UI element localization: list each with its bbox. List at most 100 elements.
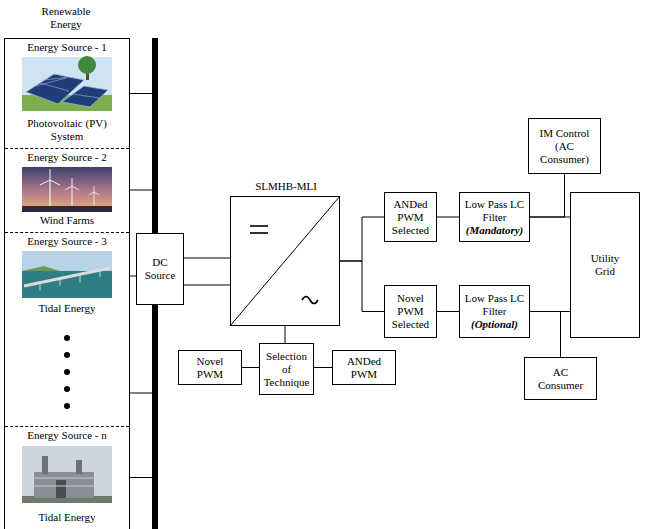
technique-box: ANDed PWM	[332, 350, 396, 385]
connector-line	[285, 326, 286, 343]
connector-line	[437, 217, 459, 218]
inverter-box: SLMHB-MLI	[230, 196, 340, 326]
ellipsis-dot	[64, 403, 70, 409]
connector-line	[129, 190, 155, 233]
panel-grid	[40, 83, 69, 91]
filter-box: Low Pass LC Filter(Optional)	[459, 285, 530, 338]
turbine-blades	[65, 178, 79, 190]
box-label: IM Control (AC Consumer)	[532, 127, 597, 166]
box-label: Novel PWM Selected	[388, 292, 433, 331]
inverter-diagonal	[230, 196, 340, 326]
selector-box: Selection of Technique	[259, 343, 314, 395]
connector-line	[340, 261, 384, 312]
sky	[22, 167, 112, 212]
sky	[22, 57, 112, 111]
connector-line	[314, 367, 332, 368]
box-label: (Optional)	[471, 318, 518, 331]
solar-panel	[62, 86, 108, 107]
process-box: ANDed PWM Selected	[384, 192, 437, 242]
grid-box: Utility Grid	[570, 192, 640, 338]
box-label: AC Consumer	[536, 366, 586, 392]
ground	[22, 206, 112, 212]
load-box: IM Control (AC Consumer)	[528, 118, 601, 174]
dc-symbol	[250, 225, 268, 227]
box-label: Novel PWM	[188, 355, 233, 381]
turbine-tower	[72, 186, 73, 206]
connector-line	[129, 305, 155, 478]
plant-building	[34, 472, 94, 498]
box-label: Low Pass LC Filter	[463, 292, 526, 318]
ellipsis-dot	[64, 386, 70, 392]
land	[22, 266, 60, 271]
dc-source-box: DC Source	[136, 233, 184, 305]
connector-line	[340, 217, 384, 261]
bus-wire	[130, 393, 152, 394]
load-box: AC Consumer	[524, 357, 597, 400]
connector-line	[129, 276, 136, 277]
source-band: Energy Source - 2 Wind Farms	[5, 148, 129, 232]
pier	[40, 283, 41, 290]
wind-illustration	[22, 167, 112, 212]
source-label: Tidal Energy	[38, 302, 95, 315]
source-label: Energy Source - 1	[27, 41, 107, 54]
source-label: Energy Source - n	[27, 429, 107, 442]
connector-line	[530, 312, 561, 358]
plant-pipe	[34, 486, 94, 487]
plant-chimney	[76, 460, 82, 474]
plant-pipe	[34, 478, 94, 479]
panel-grid	[36, 78, 66, 86]
box-label: Selection of Technique	[263, 350, 310, 389]
box-label: (Mandatory)	[466, 224, 523, 237]
connector-line	[184, 258, 230, 259]
box-label: ANDed PWM	[342, 355, 387, 381]
plant-door	[56, 480, 66, 498]
technique-box: Novel PWM	[178, 350, 242, 385]
sky	[22, 446, 112, 503]
turbine-blades	[89, 186, 99, 195]
source-label: Wind Farms	[40, 214, 94, 227]
turbine-blades	[40, 169, 60, 185]
source-band: Energy Source - n Tidal Energy	[5, 426, 129, 529]
plant-chimney	[42, 456, 48, 474]
source-label: Energy Source - 3	[27, 235, 107, 248]
pier	[80, 275, 81, 282]
tidal-illustration	[22, 251, 112, 298]
pier	[60, 279, 61, 286]
source-label: Photovoltaic (PV) System	[17, 117, 117, 143]
tidal-barrage	[24, 268, 110, 286]
ellipsis-dot	[64, 335, 70, 341]
source-label: Energy Source - 2	[27, 151, 107, 164]
source-band: Energy Source - 1 Photovoltaic (PV) Syste…	[5, 39, 129, 148]
source-band: Energy Source - 3 Tidal Energy	[5, 232, 129, 320]
plant-illustration	[22, 446, 112, 503]
box-label: ANDed PWM Selected	[388, 198, 433, 237]
turbine-tower	[94, 192, 95, 206]
box-heading: Renewable Energy	[35, 5, 97, 31]
box-label: Utility Grid	[583, 252, 628, 278]
ellipsis-dot	[64, 369, 70, 375]
ellipsis-dot	[64, 352, 70, 358]
turbine-tower	[49, 180, 50, 206]
box-label: Low Pass LC Filter	[463, 198, 526, 224]
pv-illustration	[22, 56, 112, 111]
connector-line	[242, 367, 259, 368]
source-panel: Renewable EnergyEnergy Source - 1Photovo…	[4, 38, 130, 529]
tree-crown	[78, 56, 96, 74]
box-heading: SLMHB-MLI	[231, 180, 341, 193]
sky	[22, 251, 112, 271]
ac-symbol	[302, 297, 318, 304]
panel-grid	[73, 94, 99, 98]
pier	[100, 271, 101, 277]
source-label: Tidal Energy	[38, 511, 95, 524]
connector-line	[437, 311, 459, 312]
connector-line	[184, 285, 230, 286]
box-label: DC Source	[140, 256, 180, 282]
connector-line	[530, 174, 565, 217]
process-box: Novel PWM Selected	[384, 285, 437, 338]
connector-line	[129, 94, 155, 234]
dc-symbol	[250, 232, 268, 234]
filter-box: Low Pass LC Filter(Mandatory)	[459, 192, 530, 242]
